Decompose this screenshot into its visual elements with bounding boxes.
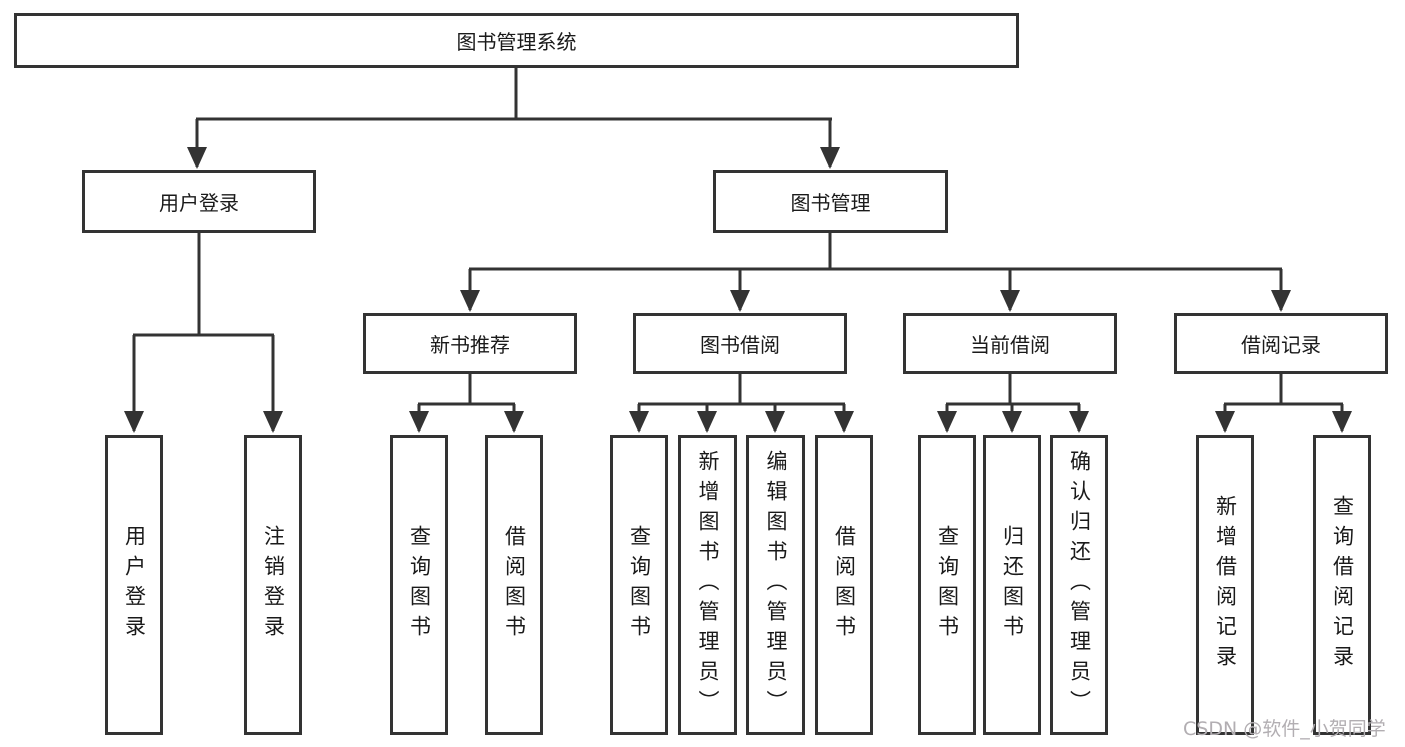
node-user-login: 用户登录 bbox=[82, 170, 316, 233]
node-root-system: 图书管理系统 bbox=[14, 13, 1019, 68]
watermark: CSDN @软件_小贺同学 bbox=[1183, 718, 1386, 740]
node-current-borrowing: 当前借阅 bbox=[903, 313, 1117, 374]
leaf-borrowing-edit-books-admin: 编辑图书（管理员） bbox=[746, 435, 805, 735]
leaf-borrowing-add-books-admin: 新增图书（管理员） bbox=[678, 435, 737, 735]
leaf-borrowing-borrow-books: 借阅图书 bbox=[815, 435, 873, 735]
leaf-logout: 注销登录 bbox=[244, 435, 302, 735]
leaf-user-login: 用户登录 bbox=[105, 435, 163, 735]
node-book-borrowing: 图书借阅 bbox=[633, 313, 847, 374]
leaf-records-add-borrow-record: 新增借阅记录 bbox=[1196, 435, 1254, 735]
node-new-book-recommendation: 新书推荐 bbox=[363, 313, 577, 374]
leaf-current-query-books: 查询图书 bbox=[918, 435, 976, 735]
node-borrowing-records: 借阅记录 bbox=[1174, 313, 1388, 374]
leaf-current-return-books: 归还图书 bbox=[983, 435, 1041, 735]
leaf-recommend-borrow-books: 借阅图书 bbox=[485, 435, 543, 735]
leaf-records-query-borrow-record: 查询借阅记录 bbox=[1313, 435, 1371, 735]
node-book-management: 图书管理 bbox=[713, 170, 948, 233]
leaf-current-confirm-return-admin: 确认归还（管理员） bbox=[1050, 435, 1108, 735]
leaf-recommend-query-books: 查询图书 bbox=[390, 435, 448, 735]
leaf-borrowing-query-books: 查询图书 bbox=[610, 435, 668, 735]
